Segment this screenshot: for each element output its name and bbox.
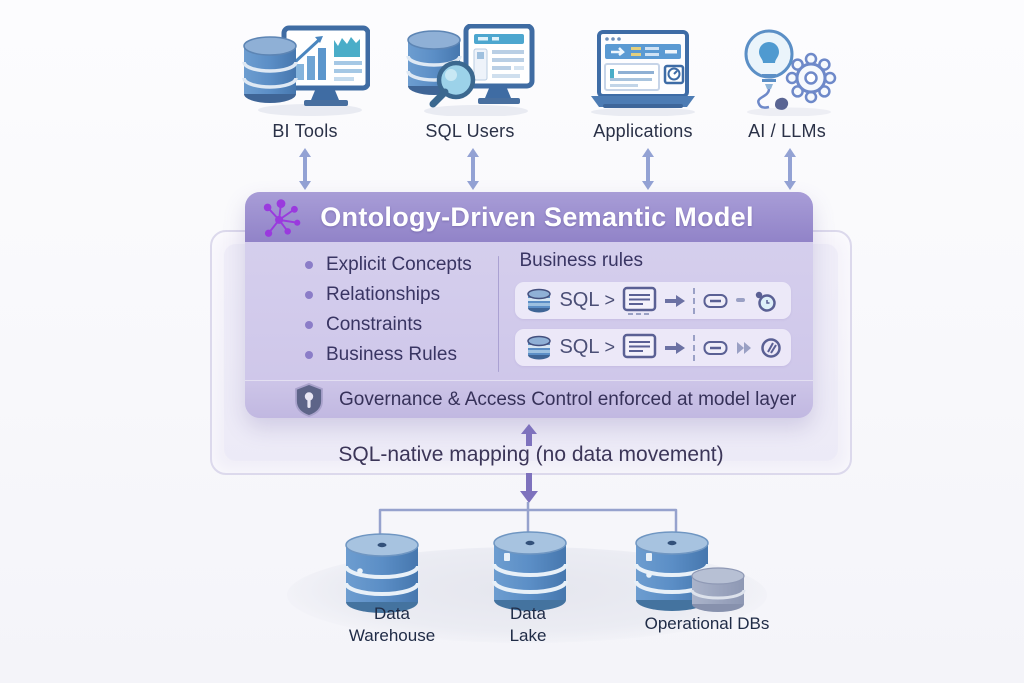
bidirectional-arrow-icon (642, 148, 654, 190)
concept-item: Relationships (305, 280, 498, 310)
panel-body: Explicit Concepts Relationships Constrai… (245, 242, 813, 380)
ai-llms-icon-wrap (731, 24, 843, 116)
gt-operator: > (604, 337, 615, 357)
semantic-model-panel: Ontology-Driven Semantic Model Explicit … (245, 192, 813, 418)
mapping-pill-icon (703, 340, 728, 355)
database-icon (527, 288, 552, 312)
connector-lines (378, 502, 678, 544)
rule-row: SQL > (515, 282, 791, 319)
bi-tools-icon (242, 25, 370, 116)
governance-text: Governance & Access Control enforced at … (339, 388, 797, 410)
applications-icon-wrap (579, 24, 707, 116)
business-rules-column: Business rules SQL > (499, 248, 813, 380)
bullet-icon (305, 351, 313, 359)
arrow-right-icon (665, 294, 685, 307)
dashed-divider (693, 334, 695, 361)
column-divider (497, 256, 500, 372)
shield-lock-icon (295, 382, 323, 417)
node-label: SQL Users (425, 121, 515, 141)
mapping-pill-icon (703, 293, 728, 308)
concept-item: Explicit Concepts (305, 250, 498, 280)
concepts-list: Explicit Concepts Relationships Constrai… (245, 248, 498, 380)
sql-label: SQL (559, 289, 600, 311)
bullet-icon (305, 291, 313, 299)
database-lake-icon (492, 531, 568, 611)
slashed-circle-icon (761, 337, 781, 358)
bi-tools-icon-wrap (240, 24, 370, 116)
double-chevron-icon (737, 341, 751, 354)
node-label: BI Tools (272, 121, 338, 141)
node-label: Applications (593, 121, 693, 141)
gear-clock-icon (755, 291, 776, 312)
sql-doc-icon (622, 286, 657, 315)
node-label: AI / LLMs (748, 121, 826, 141)
node-sql-users: SQL Users (385, 24, 555, 142)
bullet-icon (305, 261, 313, 269)
db-label-lake: Data Lake (509, 604, 547, 646)
database-icon (527, 335, 552, 359)
sql-doc-icon (622, 333, 657, 358)
down-arrow-icon (520, 473, 538, 503)
business-rules-heading: Business rules (519, 250, 644, 271)
database-warehouse-icon (344, 533, 420, 613)
dashed-divider (693, 287, 695, 314)
governance-bar: Governance & Access Control enforced at … (245, 380, 813, 418)
concept-item: Business Rules (305, 340, 498, 370)
db-label-warehouse: Data Warehouse (348, 604, 436, 646)
node-bi-tools: BI Tools (220, 24, 390, 142)
dash-icon (736, 297, 745, 302)
database-small-icon (690, 567, 746, 612)
mapping-label: SQL-native mapping (no data movement) (338, 443, 724, 466)
ai-llms-icon (744, 29, 837, 116)
concept-label: Relationships (326, 284, 441, 305)
panel-title: Ontology-Driven Semantic Model (320, 201, 754, 232)
concept-label: Explicit Concepts (326, 254, 472, 275)
bullet-icon (305, 321, 313, 329)
bidirectional-arrow-icon (467, 148, 479, 190)
node-ai-llms: AI / LLMs (702, 24, 872, 142)
panel-header: Ontology-Driven Semantic Model (245, 192, 813, 242)
up-arrow-icon (521, 424, 537, 446)
gt-operator: > (604, 290, 615, 310)
node-applications: Applications (558, 24, 728, 142)
sql-users-icon-wrap (404, 24, 536, 116)
arrow-right-icon (665, 341, 685, 354)
sql-users-icon (406, 24, 535, 116)
concept-label: Constraints (326, 314, 423, 335)
rule-row: SQL > (515, 329, 791, 366)
database-operational-icon (634, 531, 710, 611)
db-label-operational: Operational DBs (644, 614, 770, 633)
concept-item: Constraints (305, 310, 498, 340)
sql-label: SQL (559, 336, 600, 358)
concept-label: Business Rules (326, 344, 457, 365)
bidirectional-arrow-icon (299, 148, 311, 190)
applications-icon (591, 30, 695, 116)
bidirectional-arrow-icon (784, 148, 796, 190)
ontology-network-icon (263, 199, 301, 237)
